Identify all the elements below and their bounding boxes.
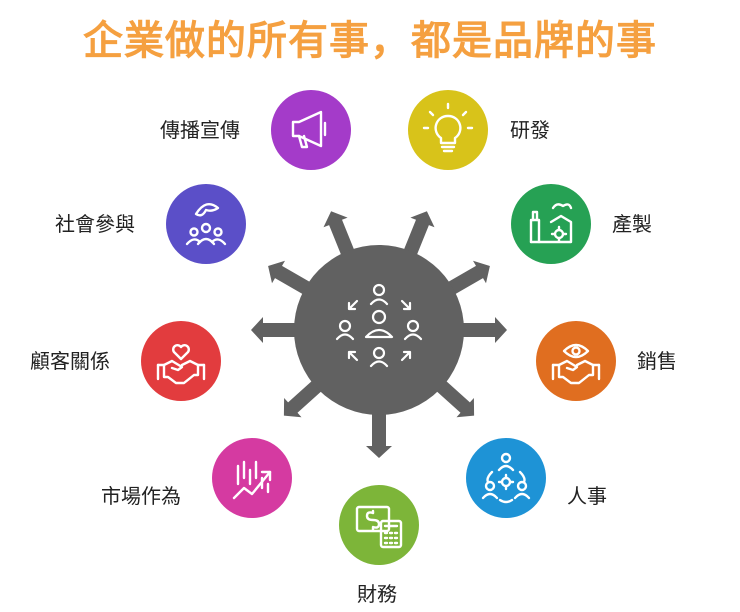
handshake-heart-icon xyxy=(156,344,206,385)
label-social: 社會參與 xyxy=(55,212,135,236)
megaphone-icon xyxy=(291,110,327,149)
page-title: 企業做的所有事，都是品牌的事 xyxy=(83,18,657,64)
community-icon xyxy=(185,202,227,246)
label-customer: 顧客關係 xyxy=(30,349,110,373)
label-rnd: 研發 xyxy=(510,118,550,142)
label-production: 產製 xyxy=(612,212,652,236)
node-marketing xyxy=(271,90,351,170)
label-sales: 銷售 xyxy=(637,349,677,373)
node-sales xyxy=(536,321,616,401)
money-calculator-icon xyxy=(355,505,403,549)
label-marketing: 傳播宣傳 xyxy=(160,118,240,142)
label-finance: 財務 xyxy=(357,582,397,606)
node-rnd xyxy=(408,90,488,170)
handshake-eye-icon xyxy=(551,343,601,385)
factory-icon xyxy=(529,203,573,244)
label-market: 市場作為 xyxy=(101,484,181,508)
node-production xyxy=(511,184,591,264)
lightbulb-icon xyxy=(422,102,474,153)
label-hr: 人事 xyxy=(567,484,607,508)
node-finance xyxy=(339,485,419,565)
growth-chart-icon xyxy=(232,460,272,500)
people-gear-icon xyxy=(481,452,531,504)
team-cycle-icon xyxy=(335,283,423,368)
node-social xyxy=(166,184,246,264)
node-customer xyxy=(141,321,221,401)
node-market xyxy=(212,438,292,518)
node-hr xyxy=(466,438,546,518)
